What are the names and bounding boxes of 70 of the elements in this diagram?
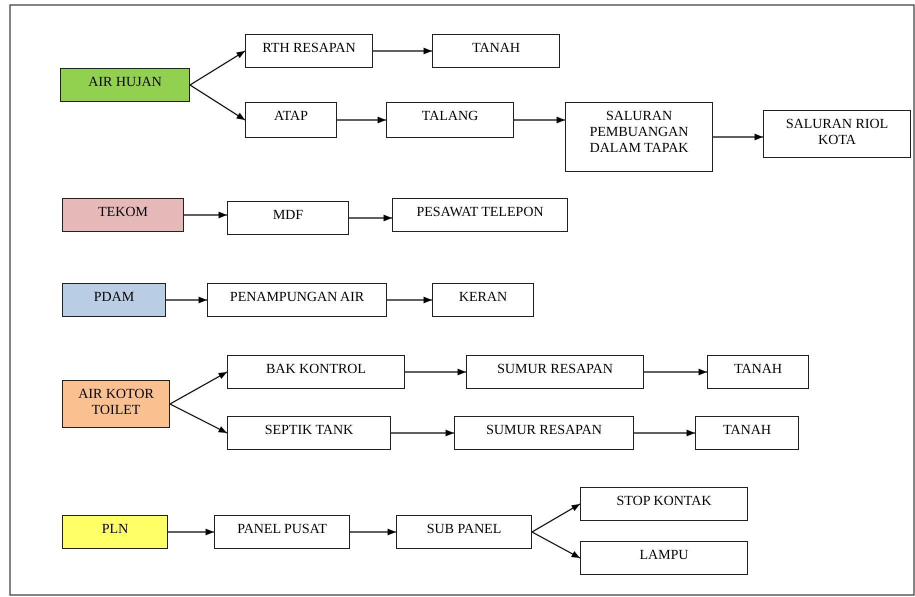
source-box	[60, 68, 190, 102]
node-label: MDF	[272, 208, 304, 224]
node-label: ATAP	[274, 109, 308, 126]
node-label: AIR HUJAN	[88, 75, 162, 92]
arrow	[713, 134, 763, 140]
arrow	[184, 212, 227, 218]
node-label: STOP KONTAK	[616, 494, 712, 510]
node-label: TANAH	[723, 423, 771, 440]
node-label: SALURAN PEMBUANGAN DALAM TAPAK	[588, 109, 690, 158]
arrow	[514, 116, 565, 124]
source-box	[62, 198, 184, 232]
arrow	[170, 371, 228, 405]
arrow	[634, 430, 695, 436]
node-label: BAK KONTROL	[266, 362, 366, 378]
process-box	[580, 487, 748, 521]
arrow	[387, 296, 432, 304]
node-label: PLN	[102, 522, 128, 538]
arrow	[190, 84, 246, 120]
process-box	[227, 416, 391, 450]
process-box	[466, 355, 644, 389]
arrow	[190, 50, 246, 86]
process-box	[227, 201, 349, 235]
node-label: LAMPU	[639, 548, 688, 564]
process-box	[386, 102, 514, 138]
node-label: TANAH	[472, 41, 520, 58]
node-label: PESAWAT TELEPON	[416, 205, 544, 222]
arrow	[391, 430, 454, 436]
source-box	[62, 380, 170, 428]
node-label: AIR KOTOR TOILET	[77, 387, 155, 420]
node-label: KERAN	[458, 290, 508, 306]
source-box	[62, 515, 168, 549]
process-box	[565, 102, 713, 172]
process-box	[214, 515, 350, 549]
node-label: PANEL PUSAT	[237, 522, 327, 538]
process-box	[392, 198, 568, 232]
source-box	[62, 283, 166, 317]
arrow	[170, 403, 228, 434]
node-label: SUMUR RESAPAN	[497, 362, 613, 378]
process-box	[207, 283, 387, 317]
process-box	[454, 416, 634, 450]
node-label: RTH RESAPAN	[262, 41, 356, 58]
arrow	[373, 48, 432, 54]
arrow	[405, 368, 466, 376]
node-label: PDAM	[94, 290, 134, 306]
process-box	[695, 416, 799, 450]
arrow	[644, 368, 707, 376]
arrow	[532, 531, 580, 559]
arrow	[349, 214, 392, 222]
process-box	[580, 541, 748, 575]
process-box	[396, 515, 532, 549]
process-box	[432, 34, 560, 68]
node-label: SALURAN RIOL KOTA	[784, 117, 890, 150]
arrow	[350, 528, 396, 536]
node-label: TANAH	[734, 362, 782, 378]
node-label: TEKOM	[98, 205, 148, 222]
node-label: SUMUR RESAPAN	[486, 423, 602, 440]
arrow	[166, 296, 207, 304]
node-label: PENAMPUNGAN AIR	[230, 290, 364, 306]
arrow	[337, 116, 386, 124]
process-box	[227, 355, 405, 389]
arrow	[168, 528, 214, 536]
process-box	[432, 283, 534, 317]
node-label: SEPTIK TANK	[264, 423, 354, 440]
arrow	[532, 503, 580, 533]
process-box	[245, 34, 373, 68]
process-box	[245, 102, 337, 138]
process-box	[763, 110, 911, 158]
node-label: SUB PANEL	[426, 522, 502, 538]
node-label: TALANG	[422, 109, 478, 126]
process-box	[707, 355, 809, 389]
